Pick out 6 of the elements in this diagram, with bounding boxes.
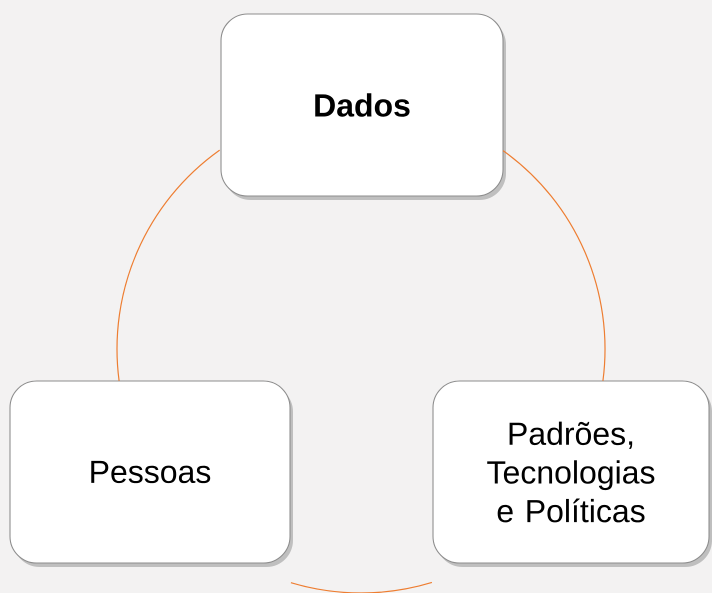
rounded-box: Padrões, Tecnologias e Políticas [432, 380, 712, 567]
connector-arc [290, 582, 432, 593]
connector-arc [502, 150, 606, 381]
connector-arc [116, 150, 220, 381]
rounded-box: Dados [220, 13, 506, 200]
rounded-box: Pessoas [9, 380, 293, 567]
